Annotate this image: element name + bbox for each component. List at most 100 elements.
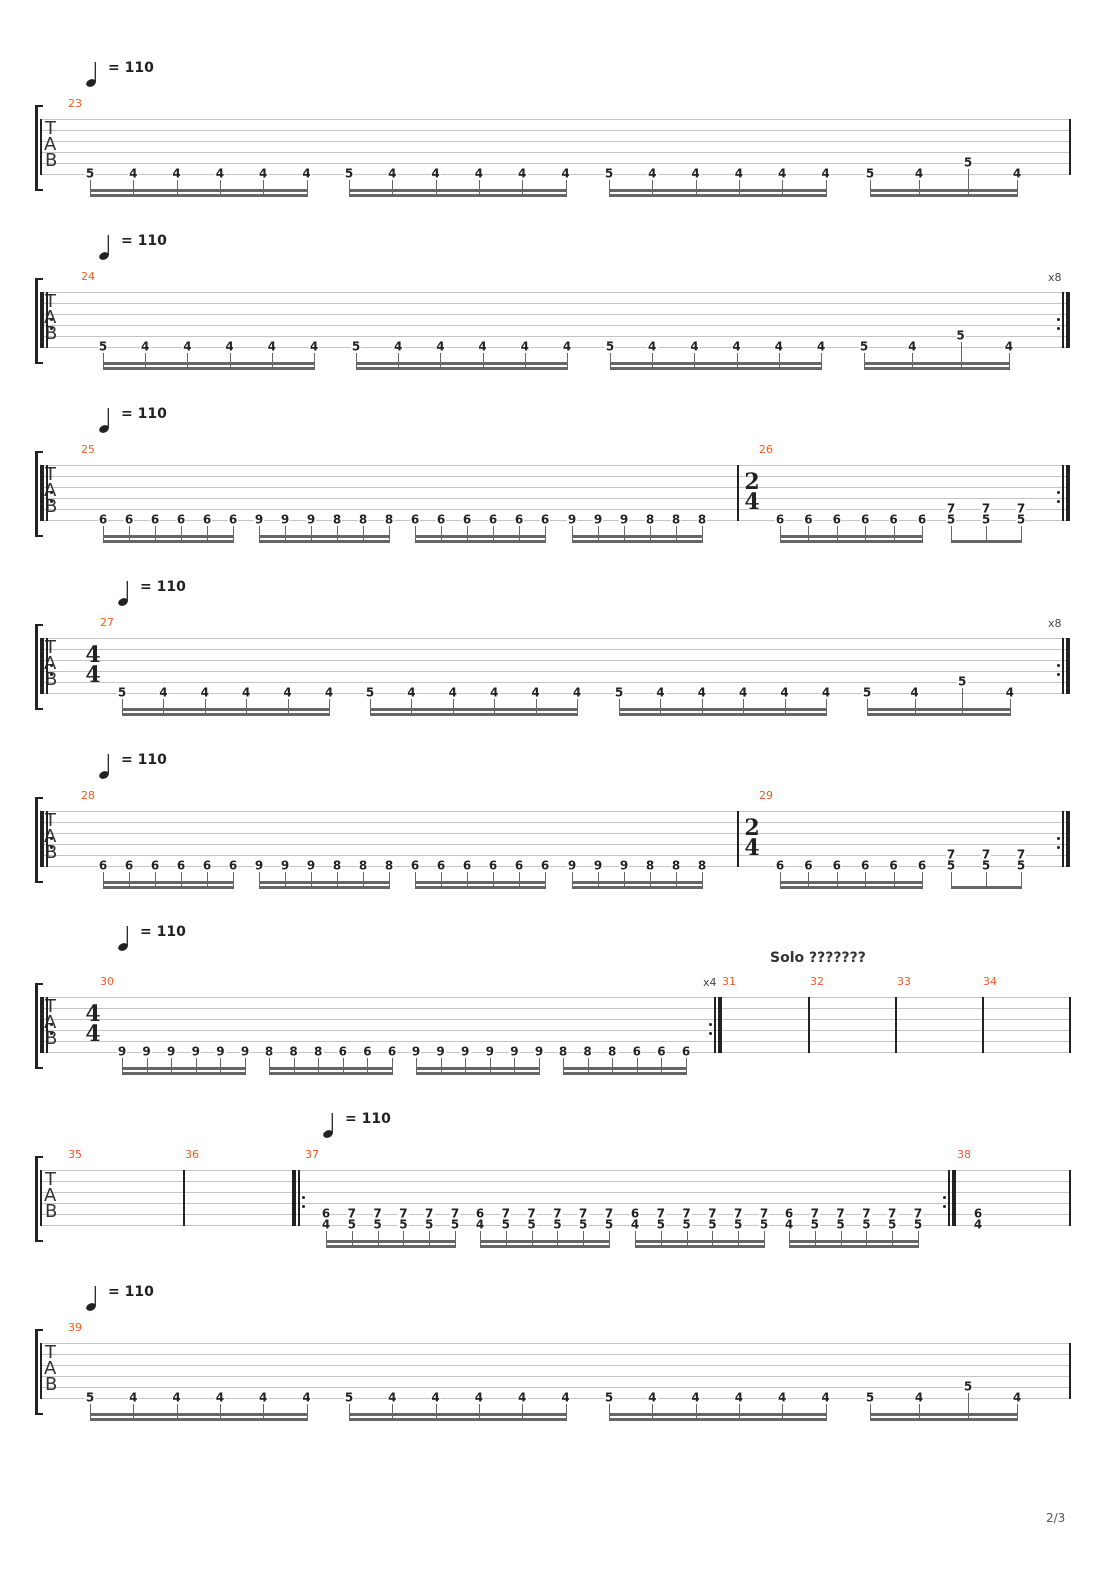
fret-number: 4 [447, 685, 458, 700]
fret-number: 4 [323, 685, 335, 700]
repeat-dot [302, 1205, 305, 1208]
note-stem [919, 1404, 920, 1421]
repeat-start-barline [40, 292, 44, 348]
repeat-dot [50, 846, 53, 849]
note-stem [465, 1058, 467, 1075]
fret-number: 5 [613, 685, 625, 700]
note-stem [764, 1231, 765, 1248]
fret-number: 6 [201, 858, 213, 873]
note-stem [494, 699, 496, 716]
note-stem [519, 872, 520, 889]
beam [789, 1245, 919, 1248]
beam [90, 1418, 308, 1421]
barline [737, 811, 739, 867]
fret-number: 5 [1015, 512, 1027, 527]
fret-number: 6 [774, 512, 786, 527]
repeat-end-barline [1066, 811, 1070, 867]
fret-number: 5 [861, 685, 873, 700]
note-stem [103, 353, 104, 370]
note-stem [455, 1231, 456, 1248]
staff-line [40, 638, 1070, 639]
fret-number: 6 [831, 858, 842, 873]
note-stem [480, 1231, 481, 1248]
fret-number: 7 [861, 1206, 872, 1221]
note-stem [609, 1231, 610, 1248]
note-stem [892, 1231, 894, 1248]
tab-clef-b: B [45, 323, 58, 344]
note-stem [826, 699, 827, 716]
fret-number: 4 [820, 685, 832, 700]
measure-number: 27 [100, 616, 114, 629]
beam [780, 886, 923, 889]
staff-line [40, 1365, 1070, 1366]
beam [480, 1245, 610, 1248]
note-stem [318, 1058, 320, 1075]
fret-number: 4 [1003, 339, 1015, 354]
fret-number: 7 [707, 1206, 718, 1221]
beam [864, 362, 1010, 365]
fret-number: 7 [980, 501, 992, 516]
measure-number: 25 [81, 443, 95, 456]
staff-line [40, 141, 1070, 142]
note-stem [572, 526, 573, 543]
tempo-marking: = 110 [121, 233, 167, 249]
tab-clef-b: B [45, 842, 58, 863]
staff-line [40, 1170, 1070, 1171]
note-stem [619, 699, 620, 716]
note-stem [229, 353, 231, 370]
staff-line [40, 314, 1070, 315]
note-stem [867, 699, 868, 716]
fret-number: 9 [509, 1044, 520, 1059]
note-stem [522, 180, 524, 197]
note-stem [314, 353, 315, 370]
note-stem [271, 353, 273, 370]
note-stem [176, 180, 178, 197]
measure-number: 34 [983, 975, 997, 988]
note-stem [1008, 353, 1010, 370]
quarter-note-icon [99, 234, 115, 262]
repeat-end-barline [718, 997, 722, 1053]
fret-number: 5 [758, 1217, 770, 1232]
beam [951, 886, 1022, 889]
note-stem [129, 526, 130, 543]
fret-number: 5 [603, 1217, 615, 1232]
tab-clef-b: B [45, 669, 58, 690]
fret-number: 9 [253, 858, 265, 873]
fret-number: 6 [860, 858, 871, 873]
fret-number: 6 [888, 512, 899, 527]
fret-number: 4 [815, 339, 827, 354]
fret-number: 4 [647, 166, 658, 181]
fret-number: 7 [945, 501, 957, 516]
note-stem [370, 699, 371, 716]
fret-number: 5 [957, 674, 968, 689]
fret-number: 5 [97, 339, 109, 354]
note-stem [922, 872, 923, 889]
note-stem [129, 872, 130, 889]
beam [370, 708, 578, 711]
fret-number: 4 [128, 166, 139, 181]
tempo-marking: = 110 [121, 752, 167, 768]
fret-number: 4 [1011, 1390, 1023, 1405]
note-stem [176, 1404, 178, 1421]
fret-number: 5 [526, 1217, 537, 1232]
quarter-note-icon [118, 580, 134, 608]
staff-line [40, 822, 1070, 823]
repeat-dot [50, 1032, 53, 1035]
fret-number: 7 [733, 1206, 744, 1221]
fret-number: 4 [140, 339, 151, 354]
fret-number: 4 [320, 1217, 332, 1232]
fret-number: 4 [430, 1390, 441, 1405]
repeat-end-barline-thin [714, 997, 716, 1053]
note-stem [349, 180, 350, 197]
beam [259, 535, 390, 538]
staff-line [40, 1387, 1070, 1388]
fret-number: 4 [477, 339, 488, 354]
tab-clef-b: B [45, 1374, 58, 1395]
fret-number: 4 [214, 166, 226, 181]
repeat-end-barline [952, 1170, 956, 1226]
fret-number: 7 [945, 847, 957, 862]
repeat-start-barline [40, 997, 44, 1053]
measure-number: 38 [957, 1148, 971, 1161]
beam [122, 1072, 246, 1075]
